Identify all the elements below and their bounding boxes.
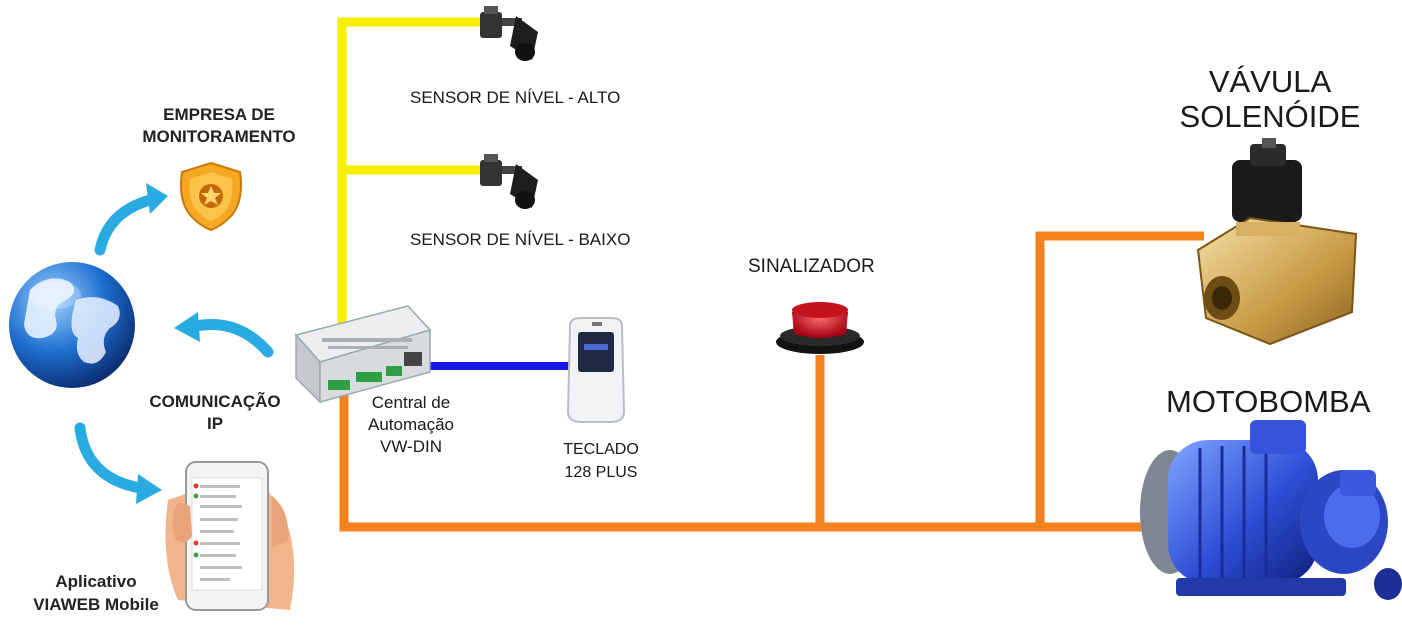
smartphone-hand-icon <box>165 461 295 611</box>
sensor-alto-label: SENSOR DE NÍVEL - ALTO <box>410 88 621 107</box>
float-sensor-icon <box>480 154 538 209</box>
keypad-icon <box>566 317 626 423</box>
float-sensor-icon <box>480 6 538 61</box>
motor-pump-icon <box>1140 420 1402 600</box>
valvula-label: VÁVULA SOLENÓIDE <box>1170 64 1370 134</box>
central-label-line2: Automação <box>368 415 454 434</box>
sensor-wiring <box>337 17 480 325</box>
communication-arrows <box>74 183 274 504</box>
teclado-label-line1: TECLADO <box>563 441 639 458</box>
teclado-label: TECLADO 128 PLUS <box>546 438 656 484</box>
sinalizador-label: SINALIZADOR <box>748 256 875 277</box>
police-badge-icon <box>180 161 242 232</box>
comunicacao-label-line2: IP <box>206 414 224 433</box>
app-label-line2: VIAWEB Mobile <box>33 595 159 614</box>
solenoid-valve-icon <box>1196 138 1358 346</box>
empresa-label-line1: EMPRESA DE <box>163 105 275 124</box>
motobomba-label: MOTOBOMBA <box>1166 384 1371 419</box>
globe-icon <box>9 262 135 388</box>
app-label-line1: Aplicativo <box>55 572 137 591</box>
signal-beacon-icon <box>776 302 864 354</box>
sensor-baixo-label: SENSOR DE NÍVEL - BAIXO <box>410 230 631 249</box>
valvula-label-line1: VÁVULA <box>1208 64 1332 99</box>
central-label-line3: VW-DIN <box>379 437 442 456</box>
central-label-line1: Central de <box>371 393 451 412</box>
comunicacao-label: COMUNICAÇÃO IP <box>120 391 310 435</box>
central-label: Central de Automação VW-DIN <box>356 392 466 458</box>
din-controller-icon <box>294 305 432 404</box>
valvula-label-line2: SOLENÓIDE <box>1179 99 1361 134</box>
empresa-label-line2: MONITORAMENTO <box>142 127 296 146</box>
arrow-to-empresa <box>94 183 168 256</box>
teclado-label-line2: 128 PLUS <box>564 464 638 481</box>
arrow-to-app <box>74 422 162 504</box>
app-label: Aplicativo VIAWEB Mobile <box>6 570 186 616</box>
power-wiring <box>339 231 1204 532</box>
arrow-to-globe <box>174 312 274 358</box>
empresa-label: EMPRESA DE MONITORAMENTO <box>124 104 314 148</box>
comunicacao-label-line1: COMUNICAÇÃO <box>149 392 281 411</box>
